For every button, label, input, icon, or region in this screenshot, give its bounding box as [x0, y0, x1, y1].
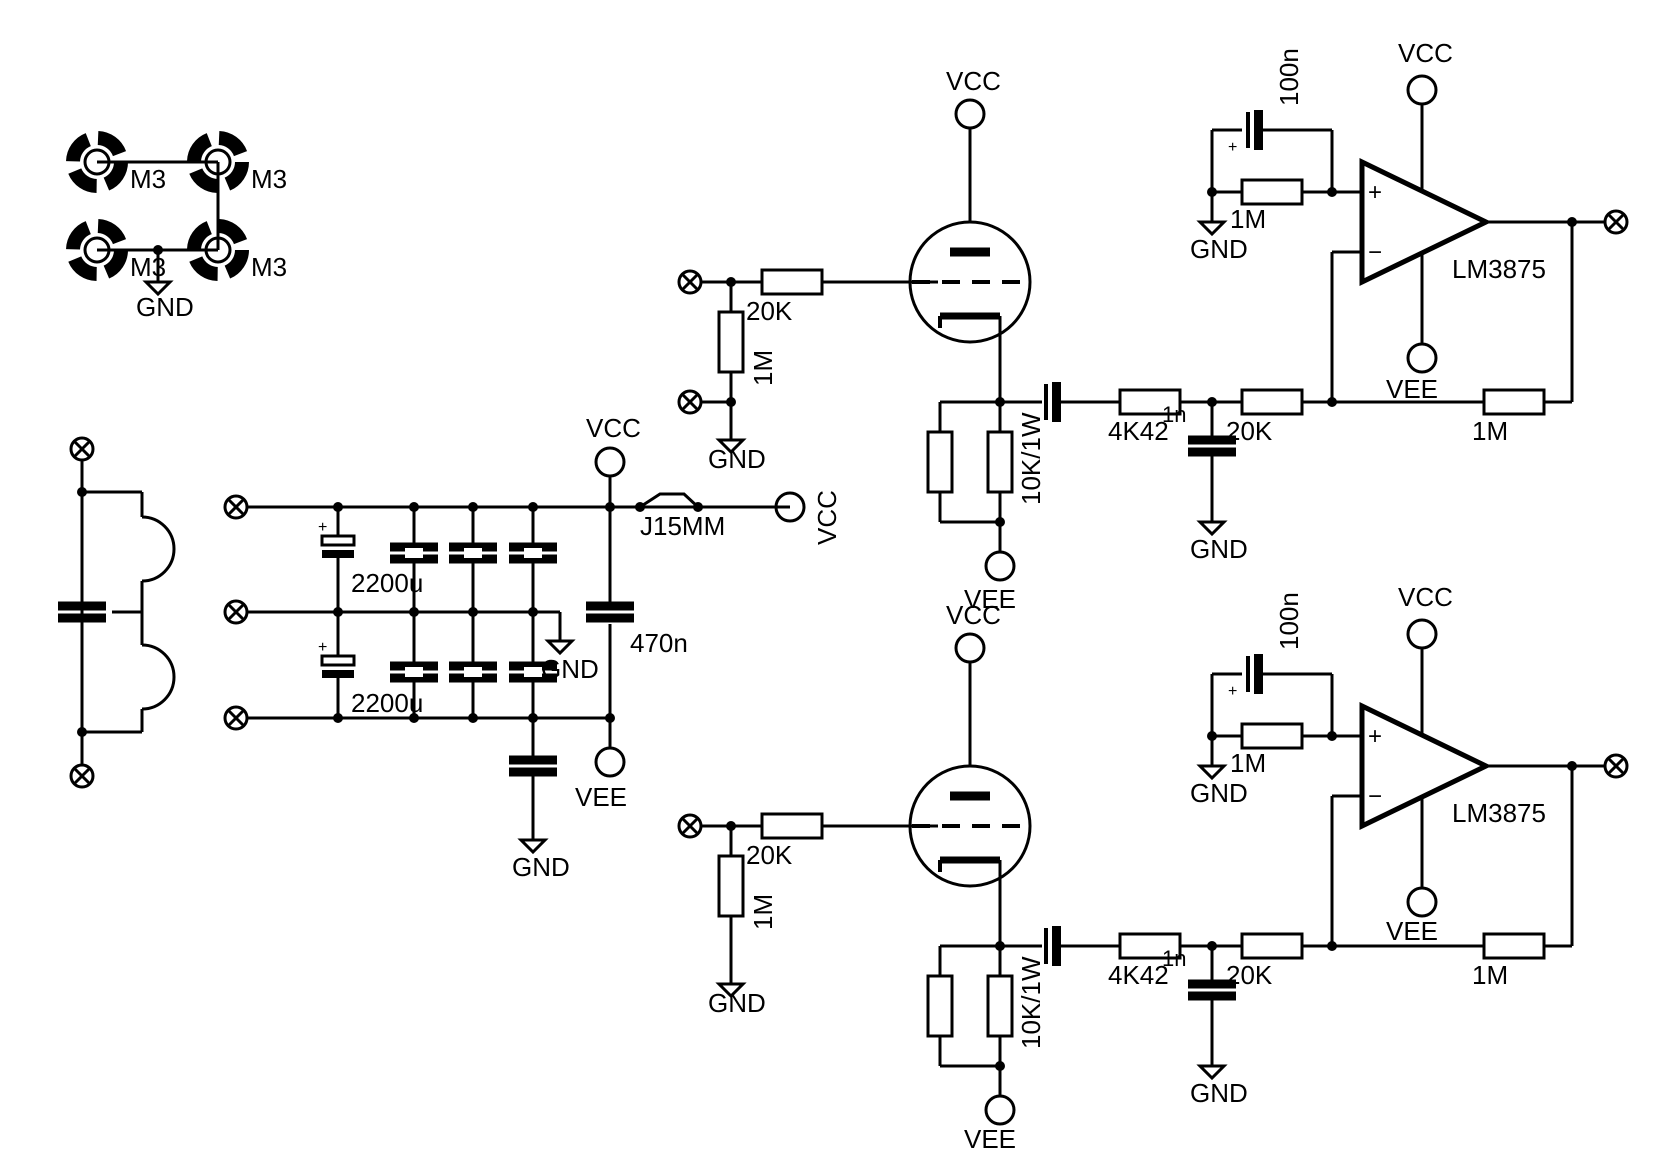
- vee-terminal-icon: [984, 1094, 1016, 1126]
- gnd-label: GND: [1190, 1078, 1248, 1108]
- terminal-x-icon: [223, 494, 249, 520]
- resistor-label: 4K42: [1108, 960, 1169, 990]
- resistor-label: 1M: [1230, 748, 1266, 778]
- vee-label: VEE: [964, 584, 1016, 614]
- cap-value-label: 2200u: [351, 688, 423, 718]
- terminal-x-icon: [223, 599, 249, 625]
- resistor-label: 4K42: [1108, 416, 1169, 446]
- channel-bottom: 20K 1M GND VCC VEE 10K/1W: [677, 582, 1629, 1154]
- resistor-label: 1M: [1472, 960, 1508, 990]
- vee-label: VEE: [964, 1124, 1016, 1154]
- resistor-label: 20K: [1226, 960, 1273, 990]
- resistor-label: 20K: [1226, 416, 1273, 446]
- gnd-label: GND: [136, 292, 194, 322]
- vcc-label: VCC: [1398, 38, 1453, 68]
- vcc-label: VCC: [946, 600, 1001, 630]
- terminal-x-icon: [69, 436, 95, 462]
- gnd-label: GND: [512, 852, 570, 882]
- hole-label: M3: [251, 164, 287, 194]
- cap-polarity: +: [1228, 139, 1237, 156]
- opamp-icon: [1359, 158, 1492, 286]
- vcc-label: VCC: [946, 66, 1001, 96]
- vcc-terminal-icon: [774, 491, 806, 523]
- vcc-terminal-icon: [954, 98, 986, 130]
- cap-value-label: 100n: [1274, 48, 1304, 106]
- resistor-label: 1M: [748, 350, 778, 386]
- gnd-label: GND: [708, 444, 766, 474]
- vcc-terminal-icon: [594, 446, 626, 478]
- gnd-label: GND: [541, 654, 599, 684]
- opamp-icon: [1359, 702, 1492, 830]
- cap-value-label: 1n: [1162, 402, 1186, 427]
- resistor-label: 20K: [746, 840, 793, 870]
- opamp-label: LM3875: [1452, 254, 1546, 284]
- vee-label: VEE: [1386, 374, 1438, 404]
- cap-value-label: 470n: [630, 628, 688, 658]
- capacitor-bank: [390, 507, 557, 718]
- mounting-holes: M3 M3 M3 M3 GND: [66, 131, 287, 322]
- vacuum-tube-icon: [908, 220, 1032, 402]
- transformer-input: [58, 436, 176, 789]
- cap-value-label: 2200u: [351, 568, 423, 598]
- jumper-label: J15MM: [640, 511, 725, 541]
- hole-label: M3: [130, 252, 166, 282]
- resistor-label: 1M: [1230, 204, 1266, 234]
- vee-label: VEE: [1386, 916, 1438, 946]
- opamp-minus: −: [1368, 783, 1382, 810]
- vee-terminal-icon: [594, 746, 626, 778]
- terminal-x-icon: [1603, 753, 1629, 779]
- electrolytic-capacitor: +: [318, 507, 356, 612]
- resistor-label: 10K/1W: [1016, 412, 1046, 505]
- opamp-plus: +: [1368, 179, 1382, 206]
- vee-terminal-icon: [1406, 886, 1438, 918]
- hole-label: M3: [251, 252, 287, 282]
- channel-top: 20K 1M GND VCC VEE 10: [677, 38, 1629, 614]
- vcc-terminal-icon: [954, 632, 986, 664]
- vcc-terminal-icon: [1406, 74, 1438, 106]
- vee-label: VEE: [575, 782, 627, 812]
- terminal-x-icon: [223, 705, 249, 731]
- terminal-x-icon: [1603, 209, 1629, 235]
- terminal-x-icon: [69, 763, 95, 789]
- vcc-label: VCC: [1398, 582, 1453, 612]
- opamp-plus: +: [1368, 723, 1382, 750]
- gnd-label: GND: [1190, 534, 1248, 564]
- vcc-label: VCC: [812, 490, 842, 545]
- power-supply: + + 2200u 2200u: [223, 413, 842, 882]
- opamp-label: LM3875: [1452, 798, 1546, 828]
- resistor-label: 1M: [748, 894, 778, 930]
- vcc-terminal-icon: [1406, 618, 1438, 650]
- gnd-label: GND: [1190, 234, 1248, 264]
- vcc-label: VCC: [586, 413, 641, 443]
- vee-terminal-icon: [1406, 342, 1438, 374]
- vacuum-tube-icon: [908, 764, 1032, 946]
- vee-terminal-icon: [984, 550, 1016, 582]
- hole-label: M3: [130, 164, 166, 194]
- opamp-minus: −: [1368, 239, 1382, 266]
- terminal-x-icon: [677, 269, 703, 295]
- cap-polarity: +: [1228, 683, 1237, 700]
- cap-value-label: 100n: [1274, 592, 1304, 650]
- gnd-label: GND: [708, 988, 766, 1018]
- resistor-label: 1M: [1472, 416, 1508, 446]
- electrolytic-capacitor: +: [318, 612, 356, 718]
- gnd-label: GND: [1190, 778, 1248, 808]
- svg-text:+: +: [318, 519, 327, 536]
- terminal-x-icon: [677, 389, 703, 415]
- cap-value-label: 1n: [1162, 946, 1186, 971]
- svg-text:+: +: [318, 639, 327, 656]
- resistor-label: 10K/1W: [1016, 956, 1046, 1049]
- terminal-x-icon: [677, 813, 703, 839]
- resistor-label: 20K: [746, 296, 793, 326]
